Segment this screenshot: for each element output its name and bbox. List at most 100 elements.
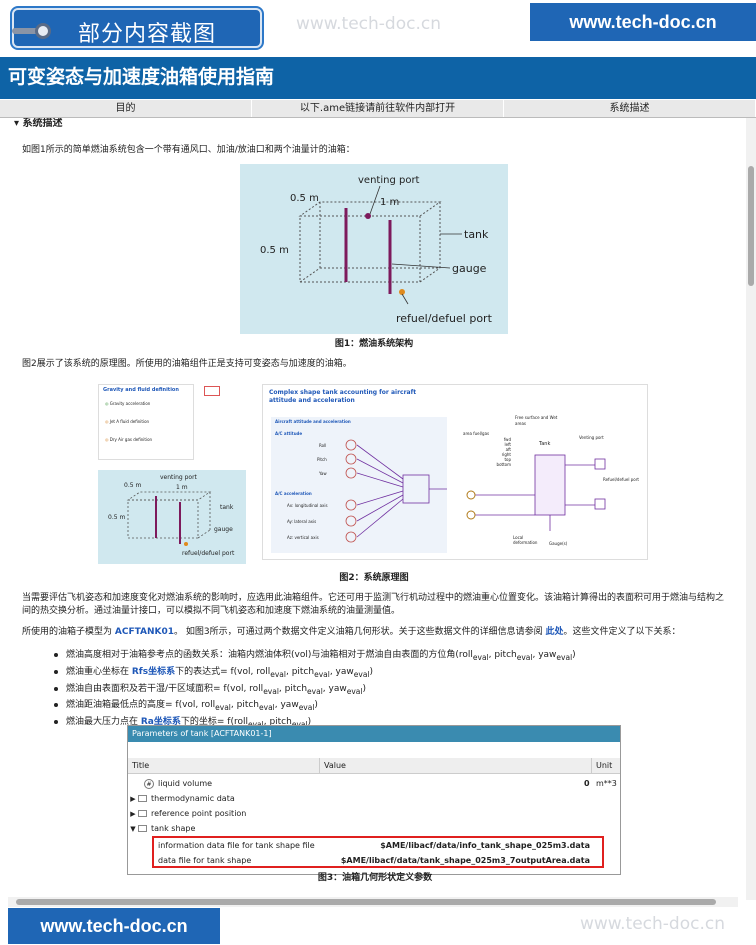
mini-label-gauge: gauge <box>214 526 233 533</box>
col-title: Title <box>128 758 320 773</box>
liquid-volume-value[interactable]: 0 <box>584 779 590 788</box>
paragraph-4: 所使用的油箱子模型为 ACFTANK01。 如图3所示，可通过两个数据文件定义油… <box>22 627 681 637</box>
small-tag-icon <box>204 386 220 396</box>
figure-2-caption: 图2：系统原理图 <box>339 573 409 583</box>
complex-tank-title: Complex shape tank accounting for aircra… <box>269 389 417 404</box>
fluid-item: ◎ Jet A fluid definition <box>105 419 150 424</box>
figure-1-caption: 图1：燃油系统架构 <box>334 339 414 349</box>
highlight-box <box>152 836 604 868</box>
gravity-panel-title: Gravity and fluid definition <box>103 387 179 393</box>
nav-tab-system-description[interactable]: 系统描述 <box>504 100 756 117</box>
mini-label-venting: venting port <box>160 474 197 481</box>
expand-arrow-icon[interactable]: ▶ <box>130 795 136 803</box>
mini-label-tank: tank <box>220 504 234 511</box>
paragraph-1: 如图1所示的简单燃油系统包含一个带有通风口、加油/放油口和两个油量计的油箱： <box>22 145 355 155</box>
roll-label: Roll <box>319 443 327 448</box>
watermark-header: 部分内容截图 www.tech-doc.cn www.tech-doc.cn <box>0 0 756 55</box>
mini-label-top-dim: 1 m <box>176 484 188 491</box>
brand-url-top: www.tech-doc.cn <box>530 3 756 41</box>
label-venting-port: venting port <box>358 175 420 186</box>
attitude-wiring <box>345 439 447 543</box>
document-content: ▾ 系统描述 如图1所示的简单燃油系统包含一个带有通风口、加油/放油口和两个油量… <box>0 118 746 900</box>
col-unit: Unit <box>596 761 613 770</box>
table-row[interactable]: information data file for tank shape fil… <box>128 838 620 853</box>
local-deformation-label: Local deformation <box>513 535 538 545</box>
table-row[interactable]: ▼tank shape <box>128 821 620 836</box>
gravity-definition-panel: Gravity and fluid definition ◎ Gravity a… <box>98 384 194 460</box>
table-row[interactable]: data file for tank shape$AME/libacf/data… <box>128 853 620 868</box>
label-refuel-port: refuel/defuel port <box>396 312 492 325</box>
horizontal-scroll-thumb[interactable] <box>16 899 716 905</box>
mini-label-refuel: refuel/defuel port <box>182 550 235 557</box>
list-item: 燃油距油箱最低点的高度= f(vol, rolleval, pitcheval,… <box>52 698 576 715</box>
hash-icon: # <box>144 778 154 789</box>
gas-item: ◎ Dry Air gas definition <box>105 437 153 442</box>
brand-url-bottom: www.tech-doc.cn <box>8 908 220 944</box>
tank-sketch <box>298 185 462 305</box>
badge-label: 部分内容截图 <box>78 22 217 47</box>
az-label: Az: vertical axis <box>287 535 319 540</box>
section-heading[interactable]: ▾ 系统描述 <box>14 118 63 129</box>
ay-label: Ay: lateral axis <box>287 519 317 524</box>
attitude-block-title: Aircraft attitude and acceleration <box>275 419 351 424</box>
nav-bar: 目的 以下.ame链接请前往软件内部打开 系统描述 <box>0 100 756 118</box>
list-item: 燃油最大压力点在 Ra坐标系下的坐标= f(rolleval, pitcheva… <box>52 715 576 732</box>
horizontal-scrollbar[interactable] <box>8 897 738 907</box>
data-file-value[interactable]: $AME/libacf/data/tank_shape_025m3_7outpu… <box>340 856 590 865</box>
folder-icon <box>138 795 147 802</box>
vertical-scroll-thumb[interactable] <box>748 166 754 286</box>
collapse-arrow-icon[interactable]: ▼ <box>130 825 136 833</box>
col-value: Value <box>320 758 592 773</box>
tank-mini-sketch <box>126 491 212 546</box>
screenshot-badge: 部分内容截图 <box>12 8 262 48</box>
ac-accel-label: A/C acceleration <box>275 491 312 496</box>
label-depth-dimension: 0.5 m <box>260 245 289 256</box>
free-surface-label: Free surface and Wet areas <box>515 415 558 426</box>
rfs-frame-link[interactable]: Rfs坐标系 <box>131 666 176 677</box>
list-item: 燃油重心坐标在 Rfs坐标系下的表达式= f(vol, rolleval, pi… <box>52 665 576 682</box>
refuel-port-label: Refuel/defuel port <box>603 477 639 482</box>
parameters-dialog: Parameters of tank [ACFTANK01-1] Title V… <box>127 725 621 875</box>
figure-1-tank-diagram: venting port 1 m 0.5 m 0.5 m tank gauge … <box>240 164 508 334</box>
parameters-title: Parameters of tank [ACFTANK01-1] <box>128 726 620 742</box>
table-row[interactable]: ▶thermodynamic data <box>128 791 620 806</box>
table-row[interactable]: ▶reference point position <box>128 806 620 821</box>
area-fuel-gas-label: area fuel/gas <box>463 431 490 436</box>
paragraph-2: 图2展示了该系统的原理图。所使用的油箱组件正是支持可变姿态与加速度的油箱。 <box>22 359 352 369</box>
ra-frame-link[interactable]: Ra坐标系 <box>140 717 181 728</box>
tank-mini-diagram: venting port 1 m 0.5 m 0.5 m tank gauge … <box>98 470 246 564</box>
section-heading-text: 系统描述 <box>22 118 63 129</box>
details-link[interactable]: 此处 <box>545 627 564 637</box>
liquid-volume-unit: m**3 <box>596 779 617 788</box>
badge-dot-icon <box>35 23 51 39</box>
parameters-header: Title Value Unit <box>128 758 620 774</box>
label-gauge: gauge <box>452 262 487 275</box>
paragraph-3: 当需要评估飞机姿态和加速度变化对燃油系统的影响时，应选用此油箱组件。它还可用于监… <box>22 593 725 616</box>
list-item: 燃油自由表面积及若干湿/干区域面积= f(vol, rolleval, pitc… <box>52 682 576 699</box>
nav-tab-purpose[interactable]: 目的 <box>0 100 252 117</box>
ac-attitude-label: A/C attitude <box>275 431 303 436</box>
tank-label: Tank <box>539 441 551 447</box>
relations-list: 燃油高度相对于油箱参考点的函数关系：油箱内燃油体积(vol)与油箱相对于燃油自由… <box>52 648 576 732</box>
tank-schematic-right <box>466 454 606 531</box>
badge-pin-icon <box>12 28 42 34</box>
vertical-scrollbar[interactable] <box>746 118 756 900</box>
mini-label-depth-dim: 0.5 m <box>108 514 126 521</box>
pitch-label: Pitch <box>317 457 327 462</box>
figure-3-caption: 图3：油箱几何形状定义参数 <box>317 873 433 883</box>
list-item: 燃油高度相对于油箱参考点的函数关系：油箱内燃油体积(vol)与油箱相对于燃油自由… <box>52 648 576 665</box>
nav-tab-ame-links[interactable]: 以下.ame链接请前往软件内部打开 <box>252 100 504 117</box>
gravity-item: ◎ Gravity acceleration <box>105 401 151 406</box>
complex-tank-schematic: Complex shape tank accounting for aircra… <box>262 384 648 560</box>
info-file-value[interactable]: $AME/libacf/data/info_tank_shape_025m3.d… <box>380 841 590 850</box>
model-link[interactable]: ACFTANK01 <box>114 627 175 637</box>
page-title: 可变姿态与加速度油箱使用指南 <box>0 57 756 99</box>
label-tank: tank <box>464 228 489 241</box>
folder-icon <box>138 825 147 832</box>
venting-port-label: Venting port <box>579 435 604 440</box>
expand-arrow-icon[interactable]: ▶ <box>130 810 136 818</box>
attitude-block: Aircraft attitude and acceleration A/C a… <box>271 417 447 553</box>
table-row[interactable]: #liquid volume 0 m**3 <box>128 776 620 791</box>
gauges-label: Gauge(s) <box>549 541 568 546</box>
